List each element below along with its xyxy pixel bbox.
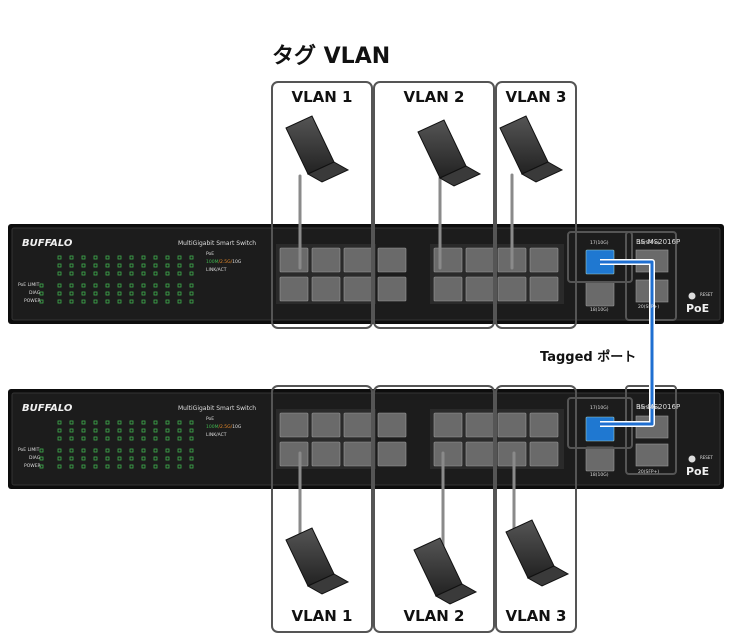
top-switch xyxy=(8,224,724,324)
link-act-label: LINK/ACT xyxy=(206,433,227,438)
reset-label: RESET xyxy=(700,292,713,297)
port-block-1-6 xyxy=(276,244,376,304)
tagged-trunk-cable xyxy=(600,259,655,427)
diagram-title: タグ VLAN xyxy=(272,44,391,69)
speed-label: 100M/2.5G/10G xyxy=(206,260,242,265)
model-name: BS-MS2016P xyxy=(636,403,681,411)
vlan3-box-top xyxy=(495,81,577,329)
poe-limit-label: PoE LIMIT xyxy=(18,283,40,288)
port-17-label: 17(10G) xyxy=(590,406,609,411)
port-18-label: 18(10G) xyxy=(590,308,609,313)
product-line: MultiGigabit Smart Switch xyxy=(178,405,257,412)
vlan-label-bottom-2: VLAN 2 xyxy=(403,607,465,625)
vlan2-box-bottom xyxy=(373,385,495,633)
reset-button xyxy=(688,455,696,463)
poe-led-label: PoE xyxy=(206,417,215,422)
laptop-icon xyxy=(285,115,350,183)
poe-badge: PoE xyxy=(686,302,710,315)
port-17-label: 17(10G) xyxy=(590,241,609,246)
laptop-icon xyxy=(417,119,482,187)
poe-limit-label: PoE LIMIT xyxy=(18,448,40,453)
port-19-label: 19(SFP+) xyxy=(638,406,660,411)
port-19-label: 19(SFP+) xyxy=(638,241,660,246)
reset-label: RESET xyxy=(700,455,713,460)
vlan1-box-bottom xyxy=(271,385,373,633)
brand-logo: BUFFALO xyxy=(22,238,73,249)
diag-label: DIAG xyxy=(29,456,41,461)
link-lines xyxy=(298,173,516,550)
model-name: BS-MS2016P xyxy=(636,238,681,246)
tagged-port-label: Tagged ポート xyxy=(540,350,637,365)
diag-label: DIAG xyxy=(29,291,41,296)
vlan-label-top-2: VLAN 2 xyxy=(403,88,465,106)
led-matrix xyxy=(39,255,194,304)
laptop-icon xyxy=(285,527,350,595)
tagged-port-box-top xyxy=(567,231,633,283)
port-18-label: 18(10G) xyxy=(590,473,609,478)
laptop-icon xyxy=(499,115,564,183)
bottom-switch xyxy=(8,389,724,489)
reset-button xyxy=(688,292,696,300)
power-label: POWER xyxy=(24,464,41,469)
vlan2-box-top xyxy=(373,81,495,329)
port-20-label: 20(SFP+) xyxy=(638,305,660,310)
vlan-label-bottom-1: VLAN 1 xyxy=(291,607,353,625)
poe-led-label: PoE xyxy=(206,252,215,257)
laptop-icon xyxy=(413,537,478,605)
power-label: POWER xyxy=(24,299,41,304)
speed-label: 100M/2.5G/10G xyxy=(206,425,242,430)
vlan1-box-top xyxy=(271,81,373,329)
port-block-17-18 xyxy=(585,249,615,307)
product-line: MultiGigabit Smart Switch xyxy=(178,240,257,247)
port-17-tagged xyxy=(585,416,615,442)
link-act-label: LINK/ACT xyxy=(206,268,227,273)
vlan-label-top-1: VLAN 1 xyxy=(291,88,353,106)
brand-logo: BUFFALO xyxy=(22,403,73,414)
port-block-7-8 xyxy=(377,247,407,302)
laptop-icon xyxy=(505,519,570,587)
poe-badge: PoE xyxy=(686,465,710,478)
vlan-label-bottom-3: VLAN 3 xyxy=(505,607,567,625)
port-20-label: 20(SFP+) xyxy=(638,470,660,475)
vlan3-box-bottom xyxy=(495,385,577,633)
vlan-label-top-3: VLAN 3 xyxy=(505,88,567,106)
